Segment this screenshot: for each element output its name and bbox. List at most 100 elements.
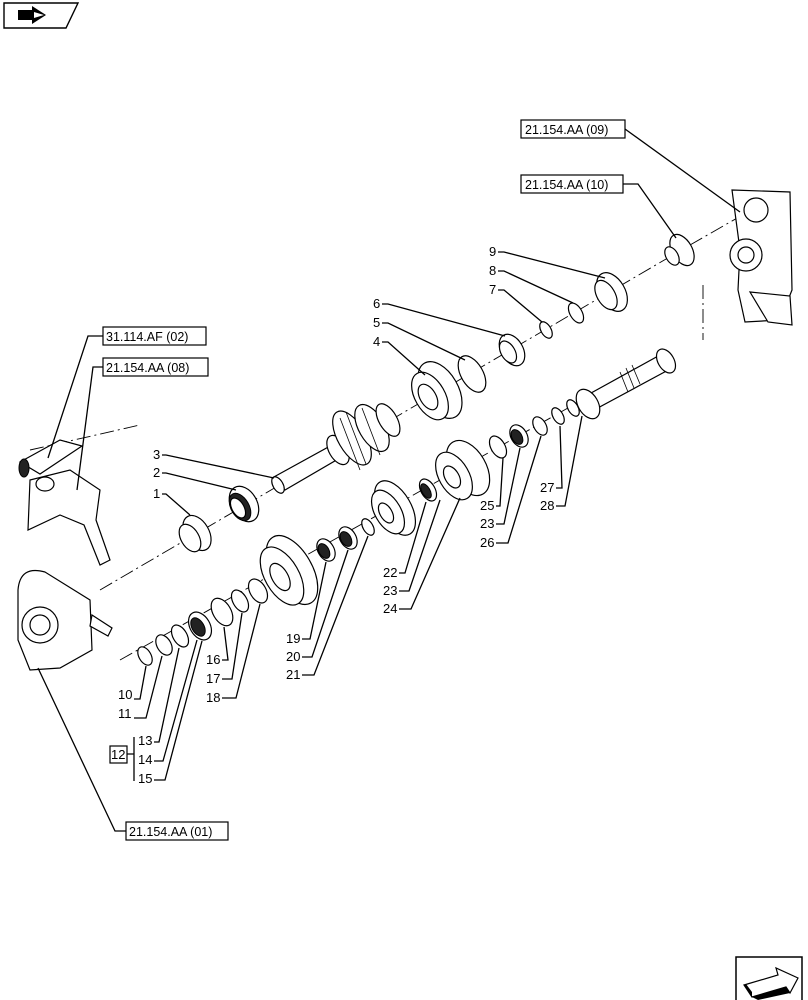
leader-3 <box>162 454 275 479</box>
part-4-gear <box>411 361 463 421</box>
part-21-ring <box>361 518 375 536</box>
leader-26 <box>496 435 542 544</box>
leader-21 <box>302 535 369 676</box>
leader-4 <box>382 341 426 376</box>
leader-6 <box>382 303 506 337</box>
leader-ref-10 <box>623 183 677 239</box>
part-17-ring <box>230 589 250 613</box>
leader-19 <box>302 561 327 640</box>
leader-ref-31114 <box>47 335 103 459</box>
large-gear <box>259 535 319 606</box>
callout-9: 9 <box>489 244 496 259</box>
callout-26: 26 <box>480 535 494 550</box>
callout-10: 10 <box>118 687 132 702</box>
part-19-bearing <box>316 538 336 562</box>
leader-11 <box>134 655 163 719</box>
ref-label-21154aa-08: 21.154.AA (08) <box>106 361 189 375</box>
callout-23-b: 23 <box>480 516 494 531</box>
callout-24: 24 <box>383 601 397 616</box>
callout-21: 21 <box>286 667 300 682</box>
callout-27: 27 <box>540 480 554 495</box>
ref-box-21154aa-09[interactable]: 21.154.AA (09) <box>520 119 626 139</box>
callout-6: 6 <box>373 296 380 311</box>
ref-box-21154aa-10[interactable]: 21.154.AA (10) <box>520 174 624 194</box>
part-14-bearing <box>187 611 213 641</box>
part-10-ref-gear <box>664 233 695 267</box>
nav-arrow-icon[interactable] <box>3 2 80 29</box>
part-26-ring <box>532 416 548 436</box>
part-5-ring <box>457 355 487 393</box>
part-23-bearing-b <box>509 424 529 448</box>
callout-22: 22 <box>383 565 397 580</box>
ref-label-21154aa-01: 21.154.AA (01) <box>129 825 212 839</box>
ref-box-21154aa-08[interactable]: 21.154.AA (08) <box>102 357 209 377</box>
callout-4: 4 <box>373 334 380 349</box>
left-fork-assembly <box>18 439 111 566</box>
callout-1: 1 <box>153 486 160 501</box>
callout-23-a: 23 <box>383 583 397 598</box>
part-16-ring <box>210 597 234 627</box>
leader-16 <box>222 626 229 661</box>
part-11-ring <box>155 634 173 656</box>
part-23-bearing <box>418 478 438 502</box>
part-24-gear <box>435 439 491 501</box>
leader-25 <box>496 457 504 507</box>
callout-14: 14 <box>138 752 152 767</box>
part-6-bearing <box>498 333 526 367</box>
leader-20 <box>302 549 349 658</box>
right-housing-assembly <box>729 189 793 326</box>
leader-22 <box>399 501 427 574</box>
callout-13: 13 <box>138 733 152 748</box>
callout-3: 3 <box>153 447 160 462</box>
leader-27 <box>556 425 563 489</box>
callout-19: 19 <box>286 631 300 646</box>
next-page-arrow-icon[interactable] <box>735 956 803 1000</box>
part-7-clip <box>539 321 553 339</box>
leader-14 <box>154 639 198 762</box>
leader-13 <box>154 647 180 743</box>
leader-ref-08 <box>76 366 103 491</box>
bracket-12 <box>127 737 135 781</box>
leader-23-b <box>496 447 521 525</box>
upper-shaft-gear-cluster <box>332 403 401 471</box>
callout-18: 18 <box>206 690 220 705</box>
part-13-ring <box>170 624 190 648</box>
callout-5: 5 <box>373 315 380 330</box>
ref-box-31114af-02[interactable]: 31.114.AF (02) <box>102 326 207 346</box>
leader-5 <box>382 322 466 361</box>
callout-20: 20 <box>286 649 300 664</box>
part-9-bearing <box>594 272 628 312</box>
leader-15 <box>154 640 203 781</box>
callout-17: 17 <box>206 671 220 686</box>
ref-label-21154aa-09: 21.154.AA (09) <box>525 123 608 137</box>
part-20-bearing <box>338 526 358 550</box>
leader-17 <box>222 612 243 680</box>
part-18-ring <box>247 578 269 604</box>
leader-1 <box>162 493 191 516</box>
leader-18 <box>222 603 261 699</box>
part-25-ring <box>488 435 508 459</box>
part-1-bearing <box>178 514 212 553</box>
leader-2 <box>162 472 237 491</box>
callout-11: 11 <box>118 706 132 721</box>
ref-box-21154aa-01[interactable]: 21.154.AA (01) <box>125 821 229 841</box>
part-28-ring <box>566 399 580 417</box>
leader-7 <box>498 289 543 323</box>
callout-25: 25 <box>480 498 494 513</box>
callout-7: 7 <box>489 282 496 297</box>
leader-8 <box>498 270 574 304</box>
callout-16: 16 <box>206 652 220 667</box>
part-2-bearing <box>228 485 260 523</box>
leader-23-a <box>399 499 441 592</box>
leader-ref-09 <box>624 128 741 213</box>
callout-15: 15 <box>138 771 152 786</box>
ref-label-31114af-02: 31.114.AF (02) <box>106 330 188 344</box>
part-22-gear <box>370 480 417 536</box>
part-8-ring <box>567 302 585 324</box>
leader-ref-01 <box>37 667 126 832</box>
callout-12-box: 12 <box>109 737 135 781</box>
callout-28: 28 <box>540 498 554 513</box>
leader-28 <box>556 415 583 507</box>
callout-2: 2 <box>153 465 160 480</box>
